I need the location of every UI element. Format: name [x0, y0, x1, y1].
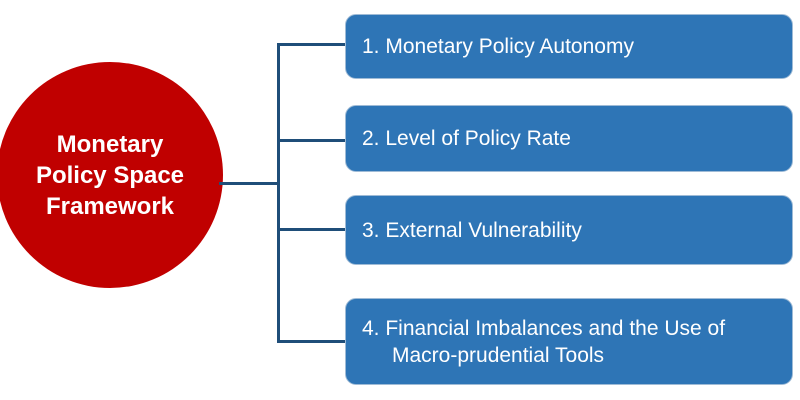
hub-circle-monetary-policy-space-framework: Monetary Policy Space Framework: [0, 62, 223, 288]
hub-label-line: Policy Space: [35, 161, 185, 189]
connector-branch-2: [277, 139, 345, 142]
hub-label-line: Framework: [45, 192, 175, 220]
connector-branch-4: [277, 340, 345, 343]
connector-trunk: [277, 43, 280, 342]
connector-branch-3: [277, 228, 345, 231]
item-box-monetary-policy-autonomy: 1. Monetary Policy Autonomy: [345, 14, 793, 79]
item-box-label-line2: Macro-prudential Tools: [392, 343, 605, 367]
item-box-external-vulnerability: 3. External Vulnerability: [345, 195, 793, 265]
item-box-label: 4. Financial Imbalances and the Use of M…: [362, 315, 725, 369]
item-box-financial-imbalances-macroprudential-tools: 4. Financial Imbalances and the Use of M…: [345, 298, 793, 385]
item-box-label-line1: 4. Financial Imbalances and the Use of: [362, 316, 726, 340]
connector-branch-1: [277, 43, 345, 46]
item-box-level-of-policy-rate: 2. Level of Policy Rate: [345, 105, 793, 172]
hub-label-line: Monetary: [56, 130, 164, 158]
item-box-label: 1. Monetary Policy Autonomy: [362, 35, 634, 58]
item-box-label: 2. Level of Policy Rate: [362, 127, 571, 150]
connector-hub-stem: [219, 182, 279, 185]
item-box-label: 3. External Vulnerability: [362, 218, 582, 242]
